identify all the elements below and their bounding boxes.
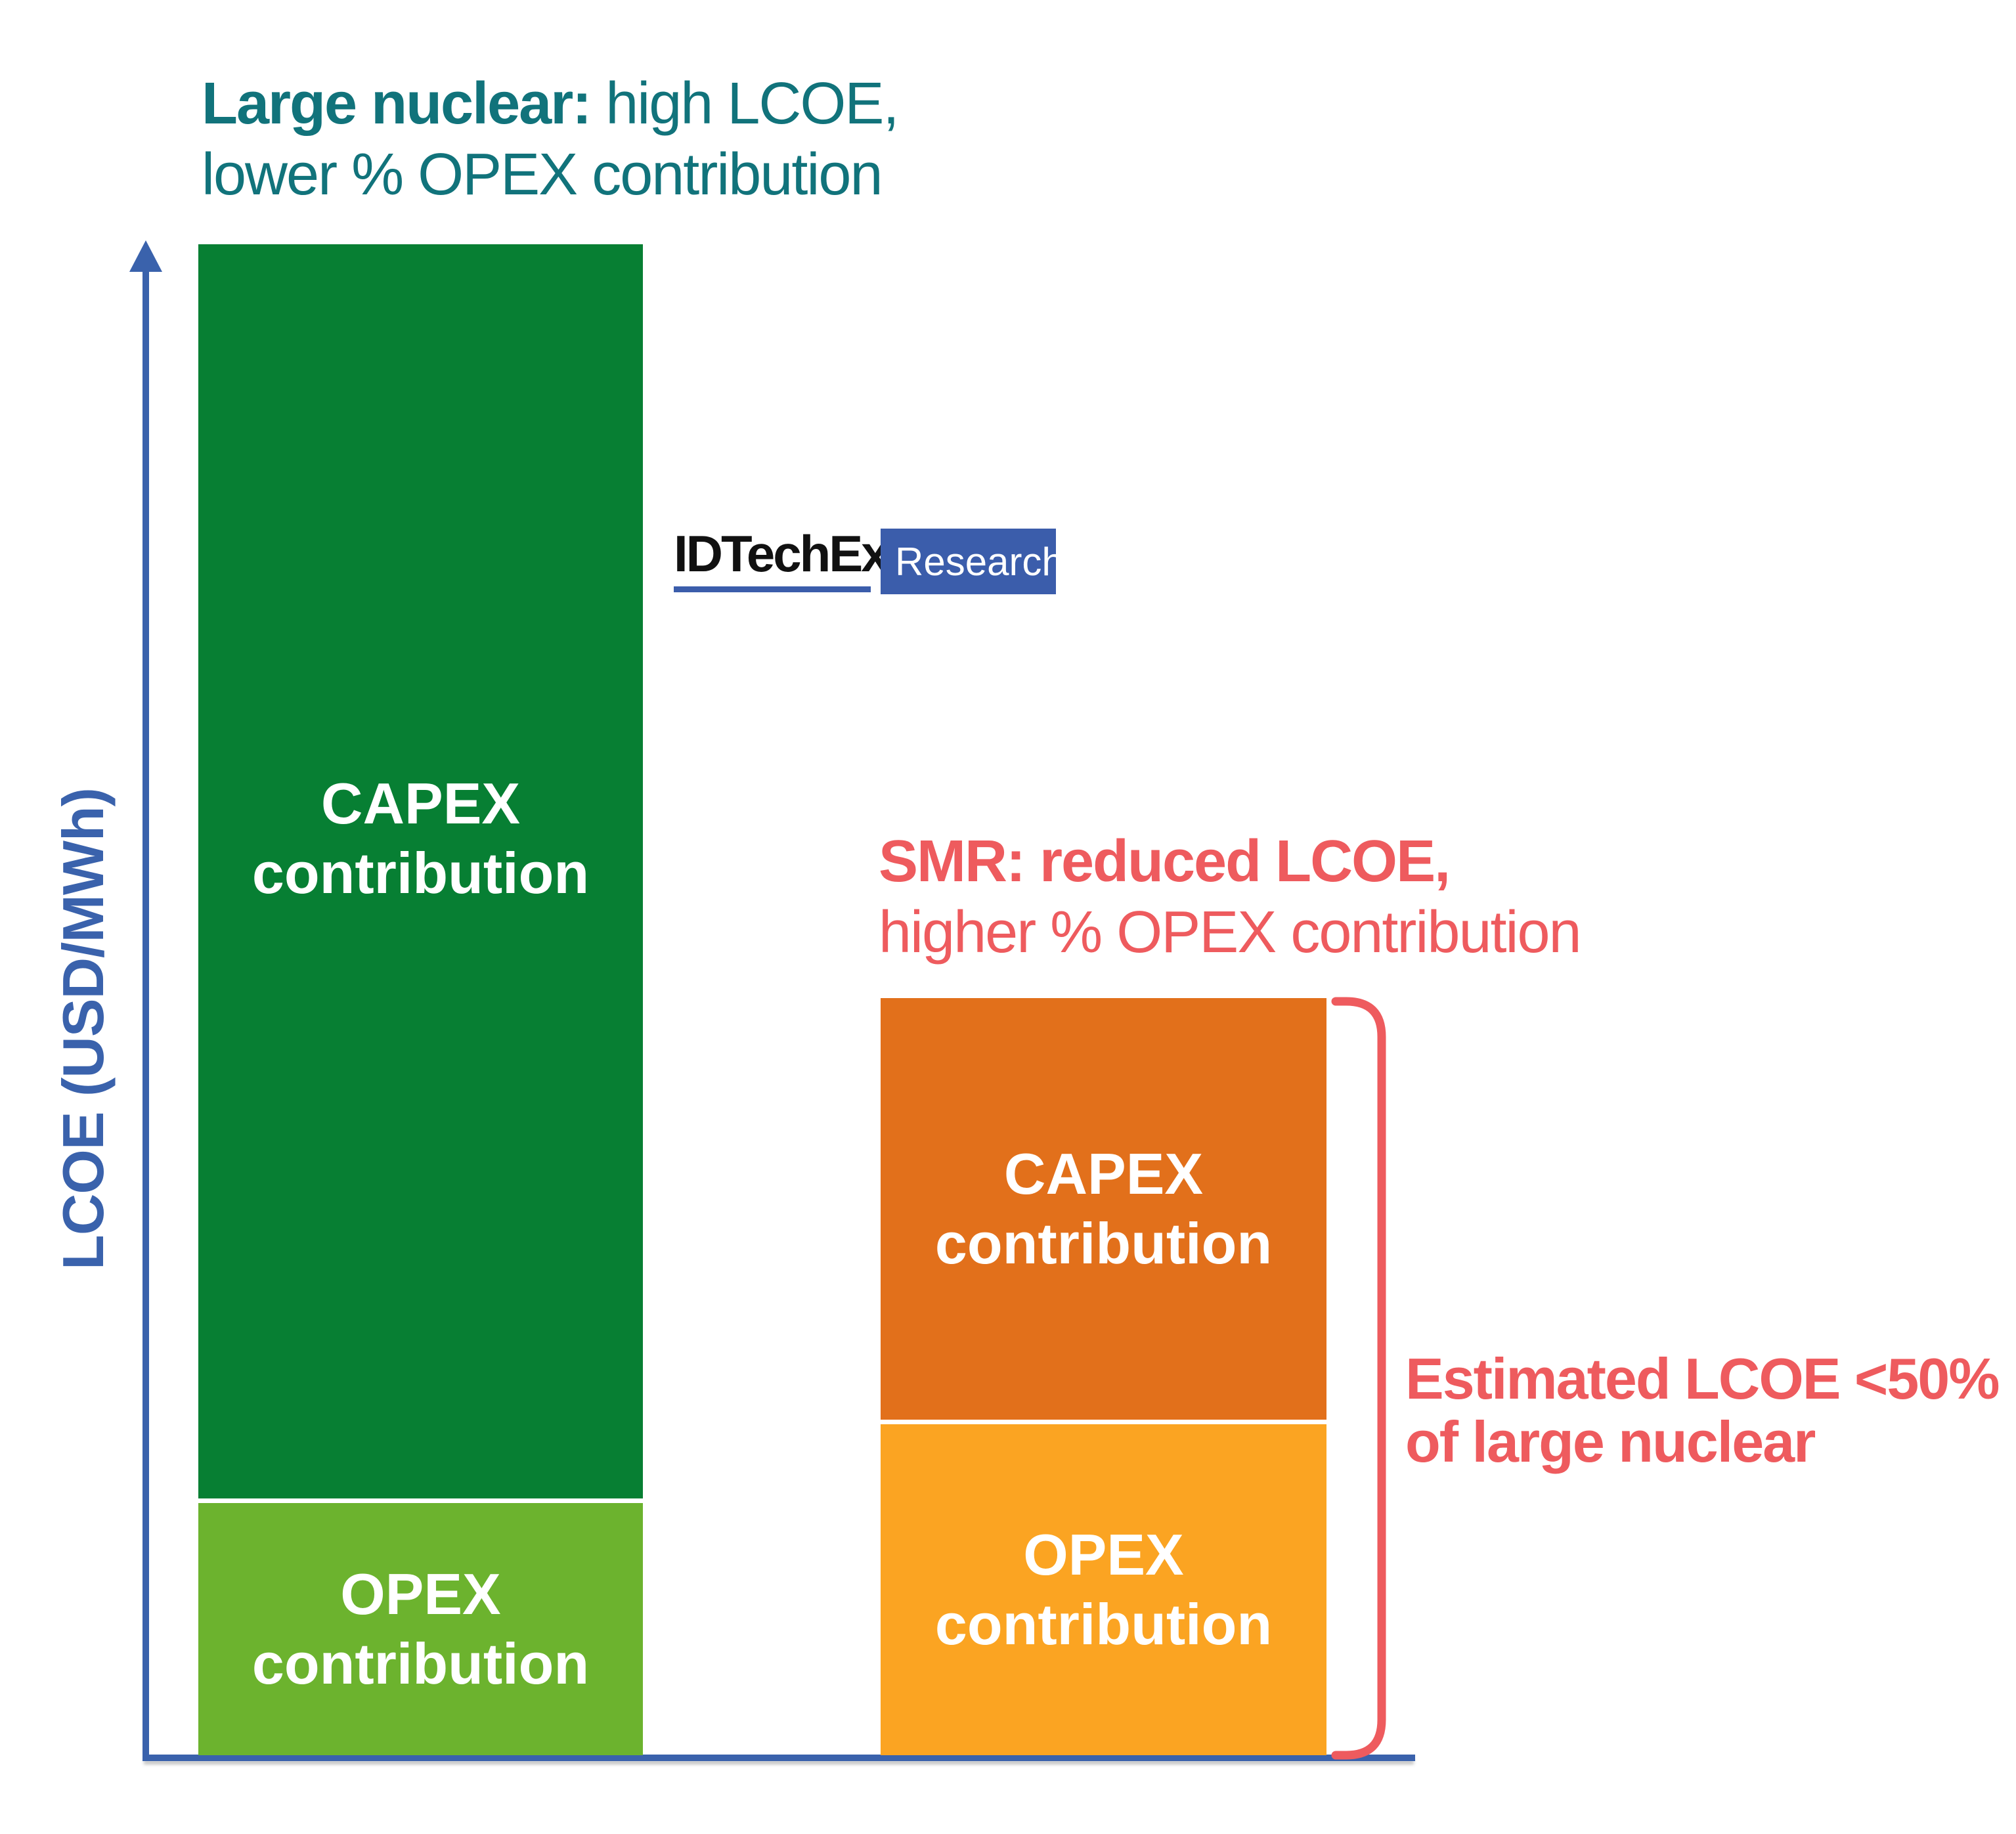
large-nuclear-annotation-line1: Large nuclear: high LCOE,	[202, 68, 899, 139]
bar-smr-capex-segment: CAPEX contribution	[881, 998, 1326, 1420]
capex-label-line1: CAPEX	[1003, 1141, 1204, 1206]
bar-large-nuclear: CAPEX contribution OPEX contribution	[198, 244, 643, 1755]
capex-label-line1: CAPEX	[320, 771, 521, 836]
large-nuclear-annotation-line2: lower % OPEX contribution	[202, 142, 883, 207]
bar-smr: CAPEX contribution OPEX contribution	[881, 998, 1326, 1755]
opex-label-line2: contribution	[934, 1592, 1273, 1657]
estimate-note-line1: Estimated LCOE <50%	[1405, 1346, 2000, 1411]
capex-label-line2: contribution	[252, 841, 590, 906]
x-axis-line	[142, 1755, 1415, 1761]
smr-annotation-line2: higher % OPEX contribution	[879, 900, 1582, 965]
large-nuclear-annotation-bold: Large nuclear:	[202, 71, 592, 137]
estimate-note-line2: of large nuclear	[1405, 1409, 1816, 1474]
smr-annotation-line1: SMR: reduced LCOE,	[879, 829, 1451, 894]
estimate-note: Estimated LCOE <50% of large nuclear	[1405, 1346, 2000, 1474]
segment-divider	[198, 1498, 643, 1503]
opex-label-line2: contribution	[252, 1631, 590, 1696]
bar-large-nuclear-opex-segment: OPEX contribution	[198, 1503, 643, 1755]
opex-label-line1: OPEX	[340, 1561, 501, 1627]
y-axis-line	[142, 267, 149, 1761]
opex-label-line1: OPEX	[1023, 1522, 1184, 1587]
idtechex-logo-text: IDTechEx	[674, 525, 890, 582]
bar-smr-opex-segment: OPEX contribution	[881, 1424, 1326, 1755]
smr-annotation: SMR: reduced LCOE, higher % OPEX contrib…	[879, 826, 1582, 968]
idtechex-logo-underline	[674, 586, 871, 592]
y-axis-label: LCOE (USD/MWh)	[51, 788, 116, 1270]
bar-large-nuclear-capex-segment: CAPEX contribution	[198, 244, 643, 1498]
segment-divider	[881, 1420, 1326, 1424]
large-nuclear-annotation-rest: high LCOE,	[590, 71, 899, 137]
idtechex-research-label: Research	[895, 539, 1064, 584]
capex-label-line2: contribution	[934, 1211, 1273, 1276]
large-nuclear-annotation: Large nuclear: high LCOE, lower % OPEX c…	[202, 68, 899, 210]
idtechex-research-badge: Research	[881, 529, 1064, 594]
